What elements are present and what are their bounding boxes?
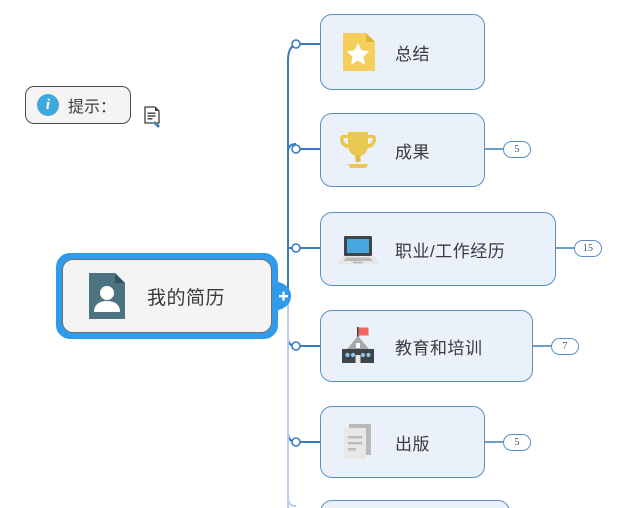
child-node-summary[interactable]: 总结 [320,14,485,90]
child-badge-count: 5 [503,434,531,451]
child-node-label: 成果 [395,142,430,162]
person-document-icon [81,270,133,322]
papers-icon [335,419,381,465]
child-node-career[interactable]: 职业/工作经历 [320,212,556,286]
child-badge-count: 15 [574,240,602,257]
child-node-publications[interactable]: 出版 [320,406,485,478]
expand-children-button[interactable] [275,281,293,311]
info-icon: i [37,94,59,116]
child-node-achievements[interactable]: 成果 [320,113,485,187]
root-node-body[interactable]: 我的简历 [62,259,272,333]
star-document-icon [335,29,381,75]
child-node-label: 职业/工作经历 [395,241,506,261]
child-badge-count: 5 [503,141,531,158]
hint-label: 提示： [68,99,117,116]
document-edit-cursor-icon [143,106,163,128]
root-node-label: 我的简历 [147,287,226,309]
child-node-label: 教育和培训 [395,338,483,358]
child-badge-count: 7 [551,338,579,355]
root-node-my-resume[interactable]: 我的简历 [56,253,278,339]
school-icon [335,323,381,369]
child-node-education[interactable]: 教育和培训 [320,310,533,382]
laptop-icon [335,226,381,272]
hint-tooltip: i 提示： [25,86,132,124]
child-node-label: 总结 [395,44,430,64]
trophy-icon [335,127,381,173]
child-node-label: 出版 [395,434,430,454]
child-node-partial[interactable] [320,500,510,508]
